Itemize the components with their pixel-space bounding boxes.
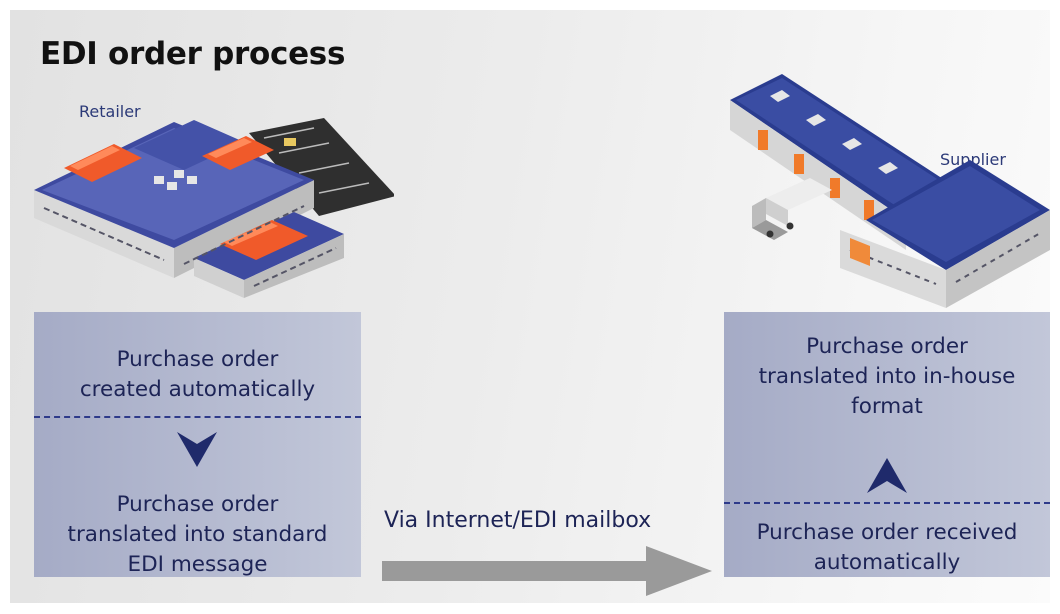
page-title: EDI order process <box>40 36 346 72</box>
retailer-step-translated: Purchase order translated into standard … <box>34 490 361 580</box>
text-line: translated into in-house <box>758 364 1016 389</box>
dashed-divider <box>34 416 361 418</box>
text-line: format <box>851 394 923 419</box>
text-line: automatically <box>813 550 961 575</box>
retailer-process-panel: Purchase order created automatically Pur… <box>34 312 361 577</box>
retailer-label: Retailer <box>79 102 141 121</box>
supplier-warehouse-illustration <box>730 74 1050 308</box>
arrow-right-icon <box>382 546 712 596</box>
diagram-canvas: EDI order process Retailer <box>10 10 1050 603</box>
supplier-label: Supplier <box>940 150 1006 169</box>
text-line: Purchase order <box>806 334 968 359</box>
text-line: Purchase order <box>116 347 279 372</box>
connector-label: Via Internet/EDI mailbox <box>384 508 652 533</box>
supplier-step-translated: Purchase order translated into in-house … <box>724 332 1050 422</box>
text-line: Purchase order <box>116 492 279 517</box>
text-line: translated into standard <box>67 522 328 547</box>
retailer-step-created: Purchase order created automatically <box>34 345 361 405</box>
retailer-building-illustration <box>34 118 394 298</box>
chevron-down-icon <box>177 432 217 467</box>
text-line: created automatically <box>79 377 316 402</box>
supplier-step-received: Purchase order received automatically <box>724 518 1050 578</box>
text-line: Purchase order received <box>756 520 1018 545</box>
supplier-process-panel: Purchase order translated into in-house … <box>724 312 1050 577</box>
text-line: EDI message <box>127 552 268 577</box>
dashed-divider <box>724 502 1050 504</box>
chevron-up-icon <box>867 458 907 493</box>
